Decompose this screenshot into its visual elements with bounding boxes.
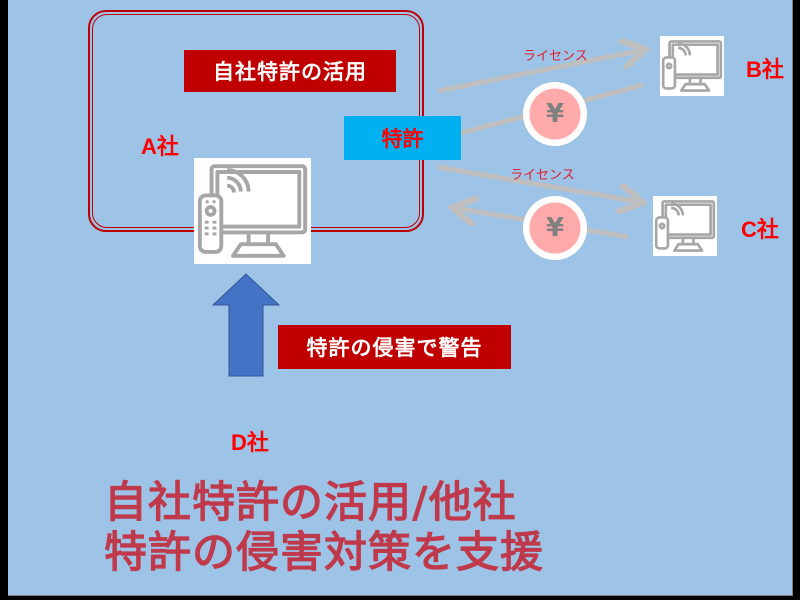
company-c-label: C社 xyxy=(741,217,779,242)
license-label-c: ライセンス xyxy=(510,168,575,183)
own-patent-label: 自社特許の活用 xyxy=(184,50,396,92)
tv-remote-icon xyxy=(194,158,311,264)
yen-icon: ¥ xyxy=(528,87,582,141)
flow-arrows xyxy=(211,0,792,377)
yen-coin-c: ¥ xyxy=(523,196,587,260)
company-d-label: D社 xyxy=(231,430,269,455)
yen-coin-b: ¥ xyxy=(523,82,587,146)
patent-box: 特許 xyxy=(344,116,461,160)
infringement-warning-label: 特許の侵害で警告 xyxy=(278,325,511,369)
main-title-line2: 特許の侵害対策を支援 xyxy=(104,528,544,578)
main-title: 自社特許の活用/他社 特許の侵害対策を支援 xyxy=(104,478,544,578)
yen-icon: ¥ xyxy=(528,201,582,255)
tv-remote-icon xyxy=(660,36,724,96)
license-arrow-to-b xyxy=(437,50,643,94)
company-a-label: A社 xyxy=(141,134,179,159)
company-b-label: B社 xyxy=(746,57,784,82)
main-title-line1: 自社特許の活用/他社 xyxy=(104,478,517,528)
tv-remote-icon xyxy=(653,196,717,256)
up-arrow xyxy=(211,273,281,377)
license-label-b: ライセンス xyxy=(523,49,588,64)
diagram-canvas: 自社特許の活用 A社 特許 ライセンス ¥ xyxy=(8,0,793,596)
license-arrow-to-c xyxy=(437,164,640,202)
